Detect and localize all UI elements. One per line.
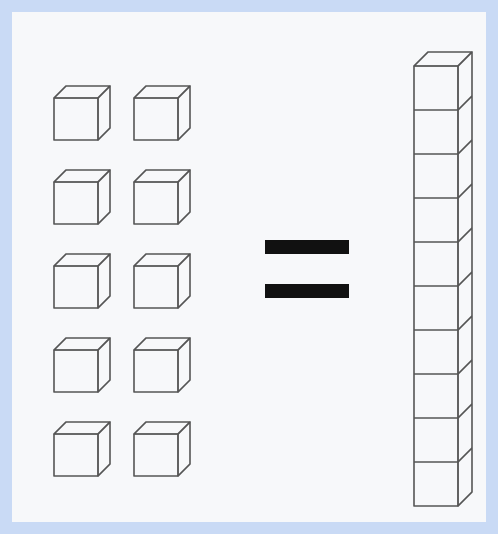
unit-cube — [54, 254, 110, 308]
rod-side-divider — [458, 448, 472, 462]
unit-cube — [134, 86, 190, 140]
rod-side-divider — [458, 228, 472, 242]
rod-side-divider — [458, 96, 472, 110]
unit-cubes-group — [54, 86, 190, 476]
rod-side-divider — [458, 272, 472, 286]
unit-cube — [54, 170, 110, 224]
rod-side-divider — [458, 404, 472, 418]
rod-top — [414, 52, 472, 66]
unit-cube — [134, 338, 190, 392]
unit-cube — [134, 422, 190, 476]
unit-cube — [134, 170, 190, 224]
rod-side-divider — [458, 184, 472, 198]
equals-sign — [265, 240, 349, 298]
unit-cube — [54, 422, 110, 476]
unit-cube — [134, 254, 190, 308]
rod-side-divider — [458, 316, 472, 330]
equals-bar-bottom — [265, 284, 349, 298]
unit-cube — [54, 338, 110, 392]
unit-cube — [54, 86, 110, 140]
rod-side-divider — [458, 140, 472, 154]
equals-bar-top — [265, 240, 349, 254]
rod-side-divider — [458, 360, 472, 374]
ten-rod — [414, 52, 472, 506]
